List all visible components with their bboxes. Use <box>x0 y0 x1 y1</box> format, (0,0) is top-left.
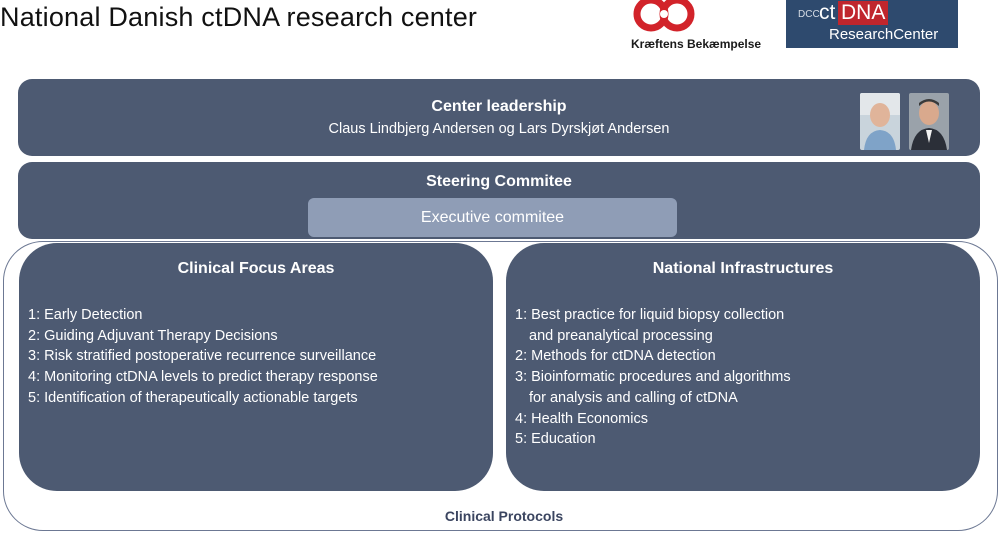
executive-committee-box: Executive commitee <box>308 198 677 237</box>
list-item: 4: Monitoring ctDNA levels to predict th… <box>28 369 378 386</box>
leader-photo-1 <box>860 93 900 150</box>
list-item: 5: Identification of therapeutically act… <box>28 389 358 406</box>
list-item: 3: Bioinformatic procedures and algorith… <box>515 369 791 386</box>
steering-committee-box: Steering Commitee Executive commitee <box>18 162 980 239</box>
leadership-names: Claus Lindbjerg Andersen og Lars Dyrskjø… <box>328 121 670 137</box>
list-item: 2: Guiding Adjuvant Therapy Decisions <box>28 327 278 344</box>
list-item: 5: Education <box>515 431 596 448</box>
clinical-focus-panel: Clinical Focus Areas 1: Early Detection … <box>19 243 493 491</box>
dcc-logo-ct: ct <box>819 1 836 24</box>
list-item: 4: Health Economics <box>515 410 648 427</box>
clinical-protocols-label: Clinical Protocols <box>444 508 564 524</box>
list-item: 1: Best practice for liquid biopsy colle… <box>515 307 785 323</box>
kraeftens-bekaempelse-logo: Kræftens Bekæmpelse <box>624 0 764 52</box>
leadership-title: Center leadership <box>431 98 567 115</box>
national-infrastructures-panel: National Infrastructures 1: Best practic… <box>506 243 980 491</box>
infrastructures-list: 1: Best practice for liquid biopsy colle… <box>515 305 791 450</box>
clinical-focus-title: Clinical Focus Areas <box>177 260 335 277</box>
clinical-focus-list: 1: Early Detection 2: Guiding Adjuvant T… <box>28 305 378 409</box>
steering-title: Steering Commitee <box>426 173 572 190</box>
infrastructures-title: National Infrastructures <box>652 260 834 277</box>
dcc-logo-small: DCC <box>798 9 820 20</box>
page-title: National Danish ctDNA research center <box>0 2 478 32</box>
list-item: 3: Risk stratified postoperative recurre… <box>28 348 377 365</box>
list-item: for analysis and calling of ctDNA <box>529 389 738 406</box>
list-item: 1: Early Detection <box>28 307 143 323</box>
dcc-ctdna-logo: DCC ct DNA ResearchCenter <box>786 0 958 48</box>
dcc-logo-dna: DNA <box>838 1 889 25</box>
center-leadership-box: Center leadership Claus Lindbjerg Anders… <box>18 79 980 156</box>
list-item: and preanalytical processing <box>529 327 713 344</box>
leader-photo-2 <box>909 93 949 150</box>
dcc-logo-subtitle: ResearchCenter <box>829 26 939 43</box>
kb-rings-icon <box>633 0 695 32</box>
list-item: 2: Methods for ctDNA detection <box>515 348 716 365</box>
kb-logo-text: Kræftens Bekæmpelse <box>631 37 762 51</box>
